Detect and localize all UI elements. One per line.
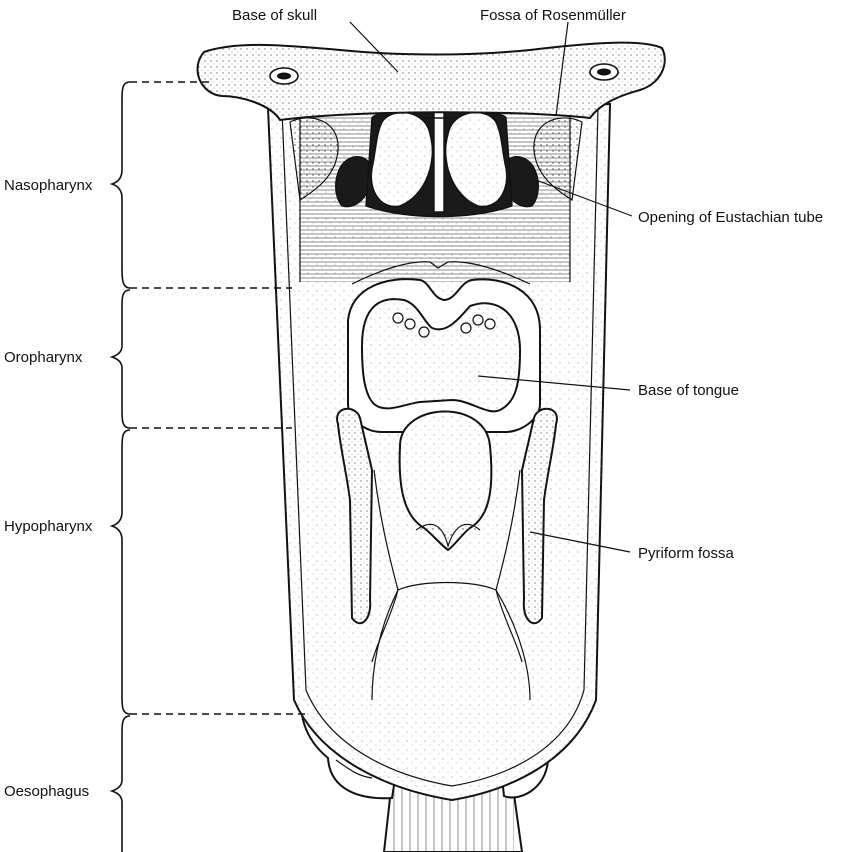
choanae	[366, 111, 512, 217]
region-labels: Nasopharynx Oropharynx Hypopharynx Oesop…	[4, 177, 93, 800]
region-label-hypopharynx: Hypopharynx	[4, 518, 93, 535]
label-base-of-skull: Base of skull	[232, 7, 317, 24]
region-label-oesophagus: Oesophagus	[4, 783, 89, 800]
region-label-oropharynx: Oropharynx	[4, 349, 83, 366]
region-braces	[112, 82, 130, 852]
region-label-nasopharynx: Nasopharynx	[4, 177, 93, 194]
base-of-skull	[198, 43, 665, 120]
label-fossa-of-rosenmuller: Fossa of Rosenmüller	[480, 7, 626, 24]
label-base-of-tongue: Base of tongue	[638, 382, 739, 399]
label-pyriform-fossa: Pyriform fossa	[638, 545, 735, 562]
label-opening-of-eustachian-tube: Opening of Eustachian tube	[638, 209, 823, 226]
